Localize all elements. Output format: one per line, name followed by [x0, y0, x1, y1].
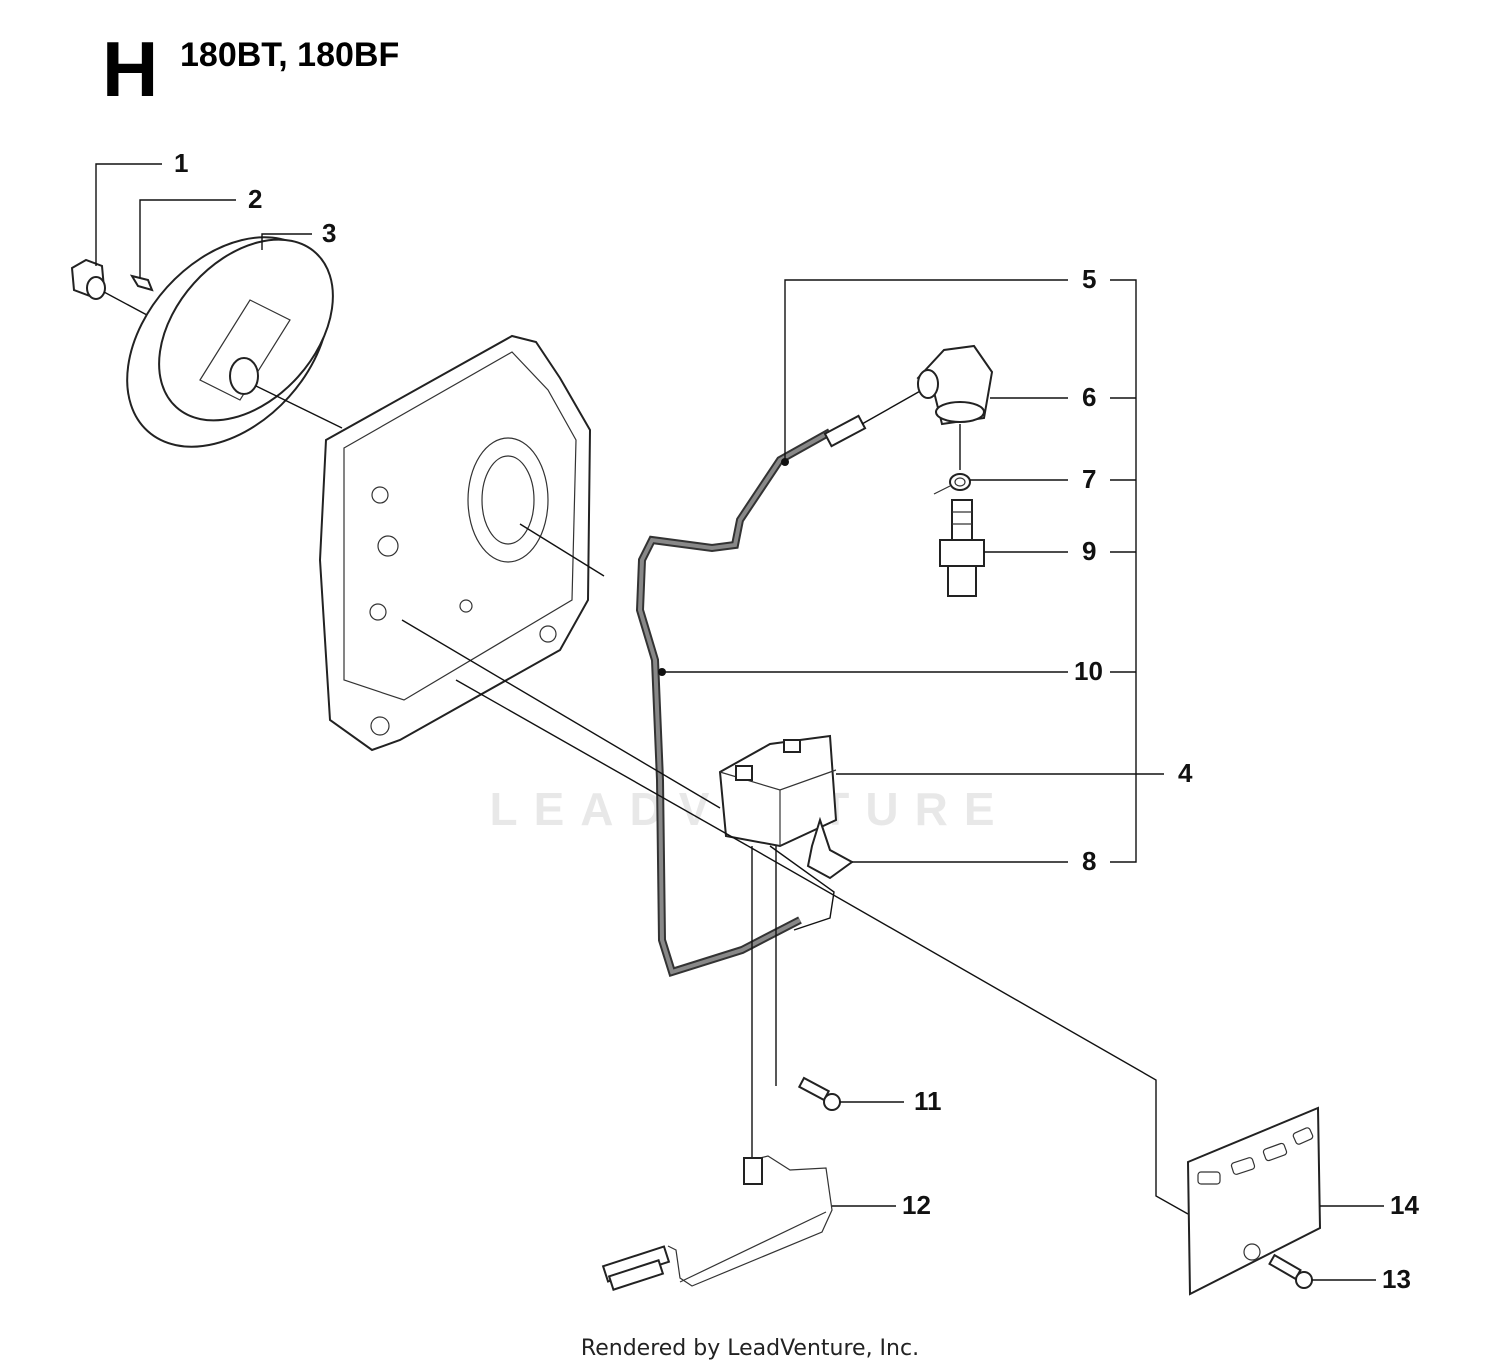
callout-8[interactable]: 8: [1082, 846, 1096, 876]
callout-7[interactable]: 7: [1082, 464, 1096, 494]
part-key[interactable]: [129, 274, 154, 292]
model-title: 180BT, 180BF: [180, 36, 400, 74]
part-screw-cover[interactable]: [1268, 1253, 1313, 1289]
callout-10[interactable]: 10: [1074, 656, 1103, 686]
callout-14[interactable]: 14: [1390, 1190, 1419, 1220]
callout-13[interactable]: 13: [1382, 1264, 1411, 1294]
section-letter: H: [102, 25, 159, 113]
part-nut[interactable]: [70, 258, 161, 323]
callout-5[interactable]: 5: [1082, 264, 1096, 294]
part-plug-cap[interactable]: [916, 344, 994, 470]
part-spring[interactable]: [933, 473, 971, 495]
callout-11[interactable]: 11: [914, 1086, 942, 1116]
part-spark-plug[interactable]: [939, 499, 985, 597]
footer-credit: Rendered by LeadVenture, Inc.: [580, 1336, 920, 1361]
callout-6[interactable]: 6: [1082, 382, 1096, 412]
callout-4[interactable]: 4: [1178, 758, 1193, 788]
crankcase-housing: [318, 334, 605, 752]
callout-3[interactable]: 3: [322, 218, 336, 248]
callout-1[interactable]: 1: [174, 148, 188, 178]
part-cover-plate[interactable]: [1186, 1106, 1322, 1296]
part-flywheel[interactable]: [87, 198, 369, 486]
callout-9[interactable]: 9: [1082, 536, 1096, 566]
callout-12[interactable]: 12: [902, 1190, 931, 1220]
part-short-circuit-cable[interactable]: [601, 1155, 833, 1291]
callout-2[interactable]: 2: [248, 184, 262, 214]
callout-leaders: [95, 163, 1384, 1281]
part-ignition-lead[interactable]: [635, 389, 923, 978]
part-ignition-module[interactable]: [718, 734, 854, 880]
leader-lines: [401, 619, 1189, 1215]
part-screw-module[interactable]: [797, 1076, 841, 1111]
